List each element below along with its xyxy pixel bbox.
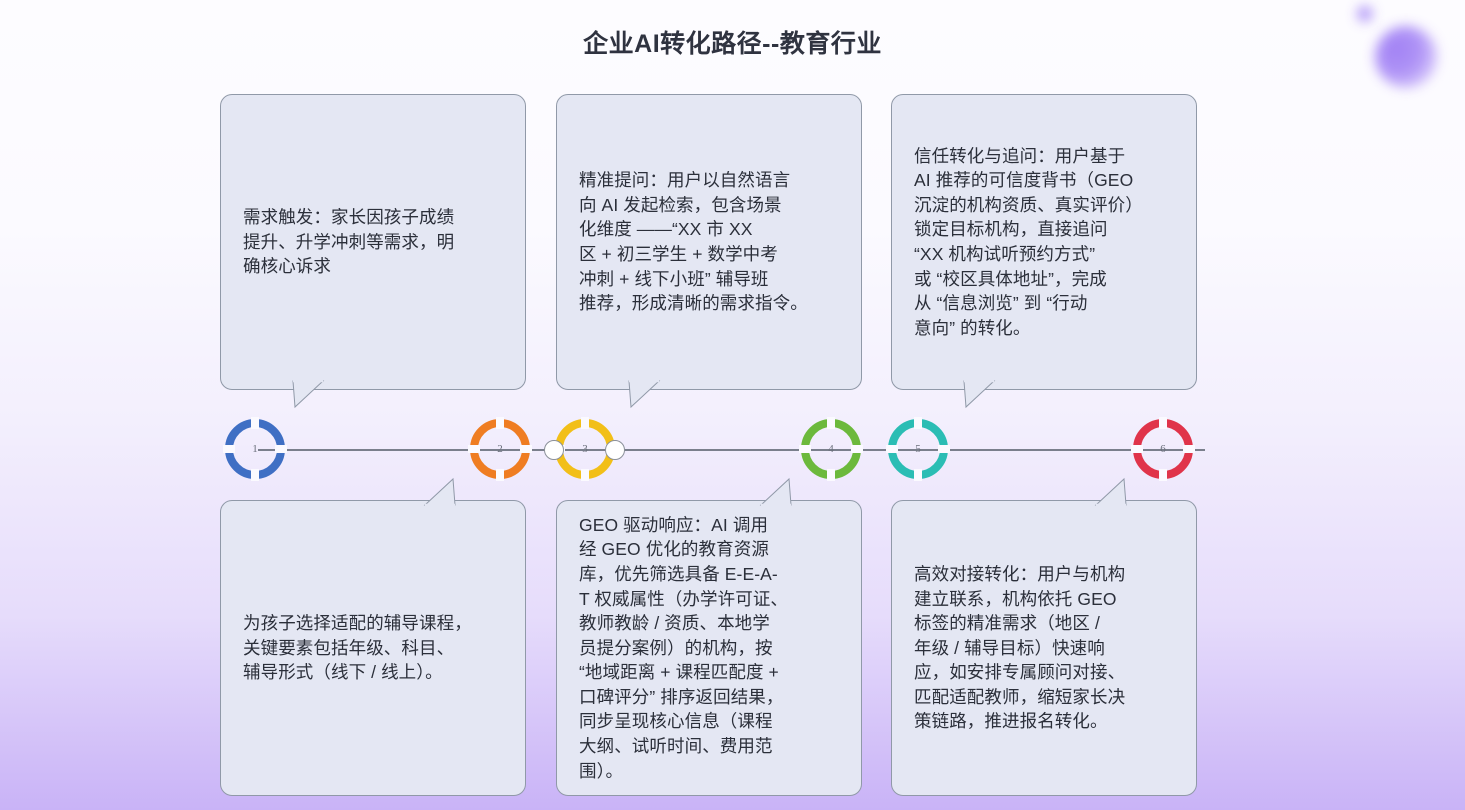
step-card-2-pointer <box>423 477 456 509</box>
timeline-marker-5[interactable]: 5 <box>884 415 952 483</box>
segmented-ring-icon-4 <box>799 417 863 481</box>
step-card-1: 需求触发：家长因孩子成绩 提升、升学冲刺等需求，明 确核心诉求 <box>220 94 526 409</box>
step-card-5-pointer <box>963 379 996 411</box>
segmented-ring-icon-1 <box>223 417 287 481</box>
timeline-marker-1-number: 1 <box>252 443 258 455</box>
step-card-6-text: 高效对接转化：用户与机构 建立联系，机构依托 GEO 标签的精准需求（地区 / … <box>914 563 1126 732</box>
step-card-4-text: GEO 驱动响应：AI 调用 经 GEO 优化的教育资源 库，优先筛选具备 E-… <box>579 514 789 781</box>
step-card-3-text: 精准提问：用户以自然语言 向 AI 发起检索，包含场景 化维度 ——“XX 市 … <box>579 170 808 314</box>
step-card-6-pointer <box>1094 477 1127 509</box>
timeline-marker-3-number: 3 <box>582 443 588 455</box>
step-card-3-pointer <box>628 379 661 411</box>
timeline-marker-4[interactable]: 4 <box>797 415 865 483</box>
timeline-marker-6[interactable]: 6 <box>1129 415 1197 483</box>
segmented-ring-icon-6 <box>1131 417 1195 481</box>
step-card-5-text: 信任转化与追问：用户基于 AI 推荐的可信度背书（GEO 沉淀的机构资质、真实评… <box>914 145 1143 338</box>
timeline-marker-4-number: 4 <box>828 443 834 455</box>
timeline-connector-line <box>258 449 1205 451</box>
timeline-marker-6-number: 6 <box>1160 443 1166 455</box>
step-card-3: 精准提问：用户以自然语言 向 AI 发起检索，包含场景 化维度 ——“XX 市 … <box>556 94 862 409</box>
timeline-marker-5-number: 5 <box>915 443 921 455</box>
step-card-1-pointer <box>292 379 325 411</box>
segmented-ring-icon-2 <box>468 417 532 481</box>
step-card-4: GEO 驱动响应：AI 调用 经 GEO 优化的教育资源 库，优先筛选具备 E-… <box>556 477 862 796</box>
step-card-4-pointer <box>759 477 792 509</box>
timeline-endpoint-dot-right <box>605 440 625 460</box>
timeline-marker-2-number: 2 <box>497 443 503 455</box>
timeline-marker-2[interactable]: 2 <box>466 415 534 483</box>
step-card-2: 为孩子选择适配的辅导课程， 关键要素包括年级、科目、 辅导形式（线下 / 线上）… <box>220 477 526 796</box>
segmented-ring-icon-5 <box>886 417 950 481</box>
page-title: 企业AI转化路径--教育行业 <box>583 30 882 58</box>
timeline-endpoint-dot-left <box>544 440 564 460</box>
step-card-1-text: 需求触发：家长因孩子成绩 提升、升学冲刺等需求，明 确核心诉求 <box>243 207 455 277</box>
step-card-6: 高效对接转化：用户与机构 建立联系，机构依托 GEO 标签的精准需求（地区 / … <box>891 477 1197 796</box>
step-card-5: 信任转化与追问：用户基于 AI 推荐的可信度背书（GEO 沉淀的机构资质、真实评… <box>891 94 1197 409</box>
step-card-2-text: 为孩子选择适配的辅导课程， 关键要素包括年级、科目、 辅导形式（线下 / 线上）… <box>243 613 472 683</box>
timeline-marker-1[interactable]: 1 <box>221 415 289 483</box>
